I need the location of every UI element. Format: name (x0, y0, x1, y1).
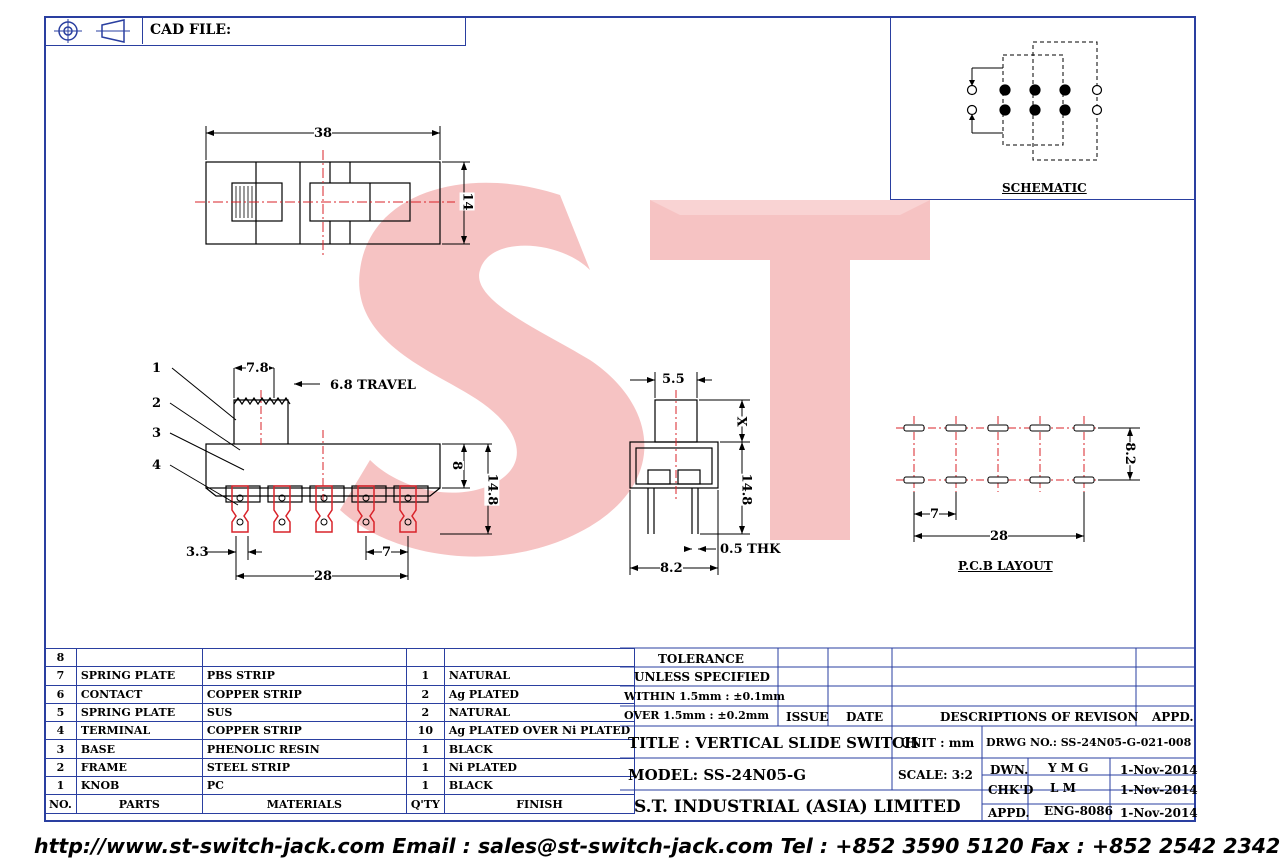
pitch-dim: 7 (382, 545, 392, 560)
pcb-span-dim: 28 (990, 529, 1009, 544)
unit-label: UNIT : mm (900, 736, 975, 750)
knob-width-dim: 7.8 (246, 361, 269, 376)
st-watermark (340, 182, 930, 557)
chkd-label: CHK'D (988, 783, 1034, 797)
pcb-layout-drawing (896, 416, 1140, 542)
dwn-label: DWN. (990, 763, 1029, 777)
revision-issue-header: ISSUE (786, 710, 829, 724)
schematic-drawing (966, 41, 1103, 161)
company-name: S.T. INDUSTRIAL (ASIA) LIMITED (634, 797, 961, 817)
top-width-dim: 38 (314, 126, 333, 141)
chkd-initials: L M (1050, 781, 1076, 795)
side-width-dim: 8.2 (660, 561, 683, 576)
bom-cell-material: SUS (201, 702, 407, 723)
pcb-pitch-dim: 7 (930, 507, 940, 522)
callout-3: 3 (152, 426, 162, 441)
drawing-frame (44, 16, 1196, 822)
callout-4: 4 (152, 458, 162, 473)
tolerance-line-1: WITHIN 1.5mm : ±0.1mm (624, 690, 785, 703)
pcb-layout-label: P.C.B LAYOUT (958, 559, 1053, 573)
bom-header-no: NO. (44, 794, 77, 814)
side-knob-dim: 5.5 (662, 372, 685, 387)
side-view-drawing (629, 372, 750, 575)
span-dim: 28 (314, 569, 333, 584)
projection-symbol (44, 16, 143, 44)
bom-cell-material: COPPER STRIP (201, 721, 407, 741)
appd-label: APPD. (988, 806, 1030, 820)
dwn-initials: Y M G (1048, 761, 1089, 775)
title-block-grid (620, 647, 1196, 822)
bom-header-material: MATERIALS (201, 794, 407, 814)
scale-label: SCALE: 3:2 (898, 768, 973, 782)
bom-header-finish: FINISH (443, 794, 636, 814)
revision-appd-header: APPD. (1152, 710, 1194, 724)
callout-2: 2 (152, 396, 162, 411)
dwn-date: 1-Nov-2014 (1120, 763, 1198, 777)
appd-code: ENG-8086 (1044, 804, 1113, 818)
bom-header-part: PARTS (75, 794, 203, 814)
side-thk-dim: 0.5 THK (720, 542, 781, 557)
cad-file-label: CAD FILE: (150, 22, 232, 38)
revision-date-header: DATE (846, 710, 884, 724)
drawing-number: DRWG NO.: SS-24N05-G-021-008 (986, 736, 1192, 749)
bom-row: 8 (44, 647, 636, 668)
bom-cell-finish: Ag PLATED (443, 684, 636, 704)
tolerance-subtitle: UNLESS SPECIFIED (634, 670, 770, 684)
travel-dim: 6.8 TRAVEL (330, 378, 416, 393)
contact-footer: http://www.st-switch-jack.com Email : sa… (34, 834, 1280, 858)
bom-cell-part: TERMINAL (75, 721, 203, 741)
schematic-label: SCHEMATIC (1002, 181, 1087, 195)
header-cell: CAD FILE: (44, 16, 466, 46)
chkd-date: 1-Nov-2014 (1120, 783, 1198, 797)
bom-cell-material: PHENOLIC RESIN (201, 739, 407, 759)
bom-cell-finish: Ag PLATED OVER Ni PLATED (443, 721, 636, 741)
schematic-box (890, 16, 1196, 200)
offset-dim: 3.3 (186, 545, 209, 560)
tolerance-title: TOLERANCE (658, 652, 744, 666)
model-label: MODEL: SS-24N05-G (628, 766, 807, 784)
tolerance-line-2: OVER 1.5mm : ±0.2mm (624, 709, 770, 722)
drawing-title: TITLE : VERTICAL SLIDE SWITCH (628, 734, 919, 752)
callout-1: 1 (152, 361, 162, 376)
appd-date: 1-Nov-2014 (1120, 806, 1198, 820)
revision-desc-header: DESCRIPTIONS OF REVISON (940, 710, 1139, 724)
bom-header-qty: Q'TY (405, 794, 445, 814)
